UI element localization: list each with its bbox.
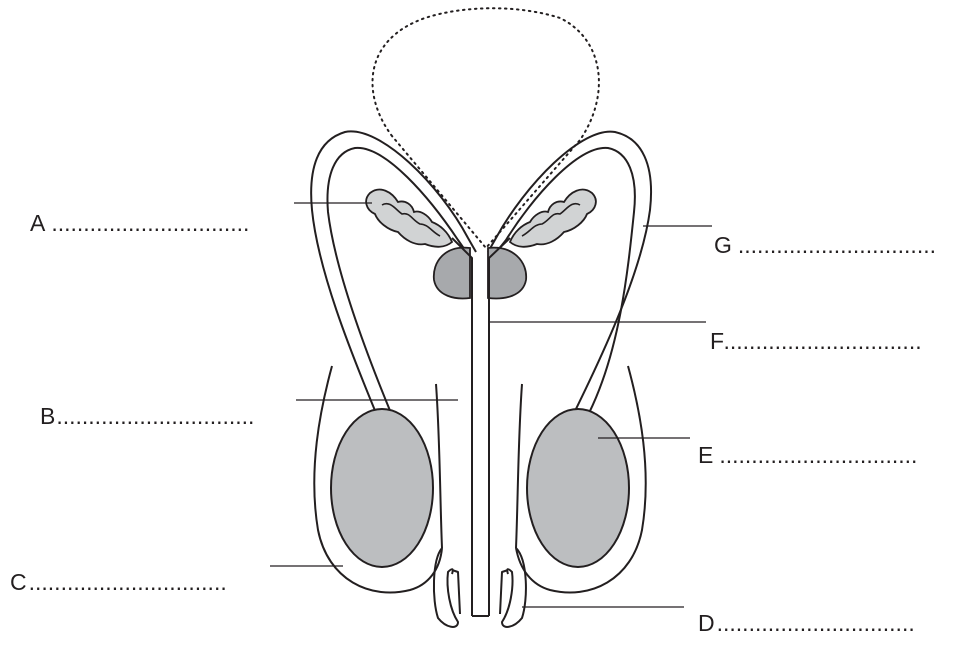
foreskin-right-inner	[500, 570, 508, 614]
label-d: D...............................	[698, 610, 915, 636]
testis-left	[331, 409, 433, 567]
penis-right-wall	[516, 384, 522, 548]
foreskin-left	[434, 548, 458, 627]
foreskin-left-inner	[452, 570, 460, 614]
label-a: A...............................	[30, 210, 249, 236]
label-g: G...............................	[714, 232, 936, 258]
label-f: F...............................	[710, 328, 922, 354]
penis-left-wall	[436, 384, 442, 548]
label-e: E...............................	[698, 442, 917, 468]
foreskin-right	[502, 548, 526, 627]
label-c: C...............................	[10, 569, 227, 595]
testis-right	[527, 409, 629, 567]
prostate-gland	[434, 248, 470, 299]
seminal-vesicle-left	[366, 190, 452, 247]
prostate-gland-right	[488, 248, 526, 299]
label-b: B...............................	[40, 403, 254, 429]
